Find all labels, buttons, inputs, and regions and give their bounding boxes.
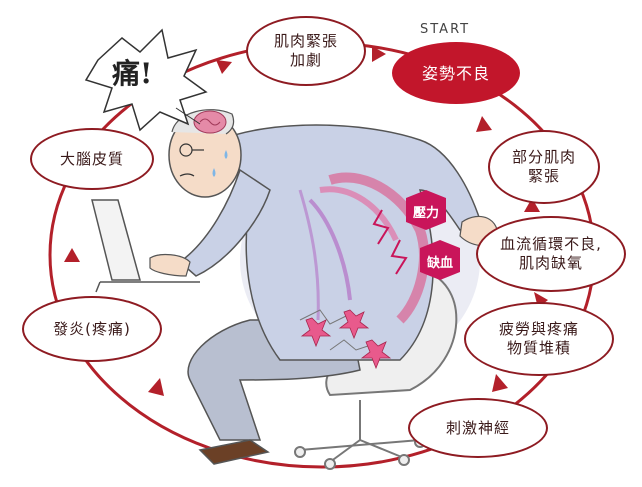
node-blood-flow: 血流循環不良, 肌肉缺氧 (476, 216, 626, 292)
ischemia-badge-shape (420, 240, 460, 280)
node-fatigue: 疲勞與疼痛 物質堆積 (464, 302, 614, 376)
node-nerve-text: 刺激神經 (445, 418, 510, 437)
pain-label: 痛! (112, 57, 153, 90)
pain-stars (300, 309, 392, 370)
node-inflammation-text: 發炎(疼痛) (53, 319, 131, 338)
node-partial-tension: 部分肌肉 緊張 (488, 130, 600, 204)
hand (149, 253, 191, 277)
muscle-graphic (298, 172, 429, 351)
pain-burst (84, 28, 208, 132)
node-posture: 姿勢不良 (392, 42, 520, 104)
pressure-badge: 壓力 (412, 206, 439, 221)
laptop (91, 199, 200, 293)
start-label: START (420, 22, 471, 37)
node-tension-increase: 肌肉緊張 加劇 (246, 16, 366, 86)
pressure-badge-shape (406, 190, 446, 230)
head (168, 109, 242, 198)
node-nerve: 刺激神經 (408, 398, 548, 458)
node-fatigue-text: 疲勞與疼痛 物質堆積 (498, 320, 579, 357)
node-cortex-text: 大腦皮質 (59, 149, 124, 168)
ischemia-badge: 缺血 (426, 256, 453, 271)
node-cortex: 大腦皮質 (30, 128, 154, 190)
node-posture-text: 姿勢不良 (421, 63, 490, 83)
node-blood-flow-text: 血流循環不良, 肌肉缺氧 (500, 235, 602, 272)
node-inflammation: 發炎(疼痛) (22, 296, 162, 362)
node-partial-tension-text: 部分肌肉 緊張 (511, 148, 576, 185)
node-tension-increase-text: 肌肉緊張 加劇 (273, 32, 338, 69)
